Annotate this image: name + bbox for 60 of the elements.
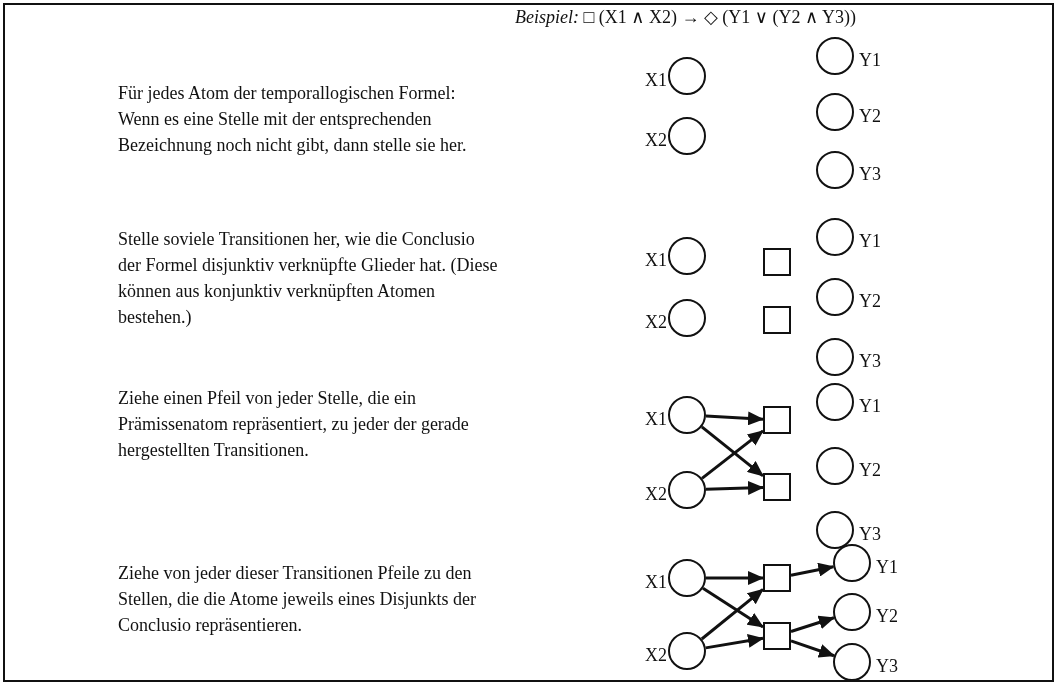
place-label: Y1 xyxy=(859,49,881,72)
arrow xyxy=(790,639,835,658)
place-label: X2 xyxy=(645,129,667,152)
instruction-text: Ziehe von jeder dieser Transitionen Pfeile zu den Stellen, die die Atome jeweils eines Disjunkts der Conclusio repräsentieren. xyxy=(118,562,477,637)
place-label: Y2 xyxy=(859,105,881,128)
place-label: Y1 xyxy=(876,556,898,579)
place-circle xyxy=(816,278,854,316)
place-circle xyxy=(816,383,854,421)
place-circle xyxy=(833,643,871,681)
place-circle xyxy=(668,471,706,509)
place-label: Y3 xyxy=(859,163,881,186)
transition-box xyxy=(763,248,791,276)
instruction-text: Für jedes Atom der temporallogischen Formel: Wenn es eine Stelle mit der entsprechenden Bezeichnung noch nicht gibt, dann stelle sie her. xyxy=(118,82,468,157)
arrow xyxy=(705,633,764,650)
place-circle xyxy=(833,544,871,582)
place-label: Y3 xyxy=(859,523,881,546)
place-circle xyxy=(668,396,706,434)
place-circle xyxy=(668,237,706,275)
place-label: X2 xyxy=(645,644,667,667)
place-label: Y3 xyxy=(859,350,881,373)
place-label: Y1 xyxy=(859,230,881,253)
place-circle xyxy=(816,37,854,75)
place-circle xyxy=(668,57,706,95)
place-label: X2 xyxy=(645,483,667,506)
place-circle xyxy=(816,511,854,549)
place-label: X1 xyxy=(645,249,667,272)
arrow xyxy=(790,615,835,633)
arrow xyxy=(706,571,764,585)
arrow xyxy=(790,562,835,577)
place-label: X1 xyxy=(645,408,667,431)
arrow xyxy=(705,411,764,426)
place-label: X2 xyxy=(645,311,667,334)
transition-box xyxy=(763,564,791,592)
place-circle xyxy=(816,338,854,376)
place-circle xyxy=(833,593,871,631)
place-circle xyxy=(668,559,706,597)
place-label: Y2 xyxy=(859,290,881,313)
transition-box xyxy=(763,473,791,501)
place-circle xyxy=(668,117,706,155)
place-label: Y2 xyxy=(876,605,898,628)
instruction-text: Ziehe einen Pfeil von jeder Stelle, die ein Prämissenatom repräsentiert, zu jeder der gerade hergestellten Transitionen. xyxy=(118,387,470,462)
transition-box xyxy=(763,306,791,334)
place-label: X1 xyxy=(645,571,667,594)
place-circle xyxy=(816,151,854,189)
place-circle xyxy=(668,299,706,337)
place-label: X1 xyxy=(645,69,667,92)
arrow xyxy=(700,588,764,641)
instruction-text: Stelle soviele Transitionen her, wie die Conclusio der Formel disjunktiv verknüpfte Glieder hat. (Diese können aus konjunktiv verknüpften Atomen bestehen.) xyxy=(118,228,498,329)
place-label: Y3 xyxy=(876,655,898,678)
place-circle xyxy=(668,632,706,670)
place-label: Y1 xyxy=(859,395,881,418)
arrow xyxy=(702,587,764,629)
place-circle xyxy=(816,93,854,131)
arrow xyxy=(705,480,764,495)
place-circle xyxy=(816,218,854,256)
place-circle xyxy=(816,447,854,485)
place-label: Y2 xyxy=(859,459,881,482)
transition-box xyxy=(763,622,791,650)
formula-heading: Beispiel: □ (X1 ∧ X2) → ◇ (Y1 ∨ (Y2 ∧ Y3)) xyxy=(515,6,856,29)
transition-box xyxy=(763,406,791,434)
